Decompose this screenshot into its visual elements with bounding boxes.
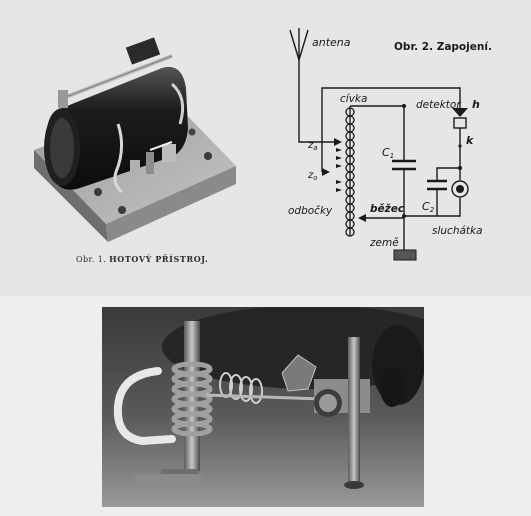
coil-symbol — [345, 106, 355, 237]
detector-h-label: h — [472, 98, 480, 111]
antenna-label: antena — [312, 36, 351, 49]
tap-arrow-zo — [322, 168, 330, 176]
figure-1-caption: Obr. 1. HOTOVÝ PŘÍSTROJ. — [76, 254, 208, 264]
detector-label: detektor — [416, 99, 461, 111]
slider-arrow — [358, 214, 366, 222]
capacitor-c2-label: C2 — [422, 200, 435, 214]
tap-arrow-za — [334, 138, 342, 146]
capacitor-c2 — [427, 179, 447, 191]
taps-label: odbočky — [288, 205, 333, 217]
earth-label: země — [369, 237, 399, 249]
capacitor-c1-label: C1 — [382, 146, 394, 160]
wiring-diagram: antena Obr. 2. Zapojení. — [288, 28, 492, 261]
antenna-symbol — [289, 28, 309, 61]
earth-symbol — [393, 249, 417, 261]
slider-label: běžec — [370, 203, 405, 215]
tap-za-label: za — [307, 140, 318, 152]
figure-1-title: HOTOVÝ PŘÍSTROJ. — [109, 254, 209, 264]
printed-page-scan: Obr. 1. HOTOVÝ PŘÍSTROJ. antena Obr. 2. … — [22, 28, 492, 264]
detector-closeup-photo — [102, 307, 424, 507]
finished-apparatus-photo — [22, 28, 250, 250]
detector-k-label: k — [466, 134, 474, 147]
figure-2-caption: Obr. 2. Zapojení. — [394, 41, 492, 53]
capacitor-c1 — [392, 159, 416, 171]
detector-symbol — [452, 108, 468, 117]
figure-1-number: Obr. 1. — [76, 255, 107, 264]
coil-label: cívka — [340, 93, 367, 105]
tap-zo-label: zo — [307, 170, 318, 182]
headphones-label: sluchátka — [432, 225, 483, 237]
